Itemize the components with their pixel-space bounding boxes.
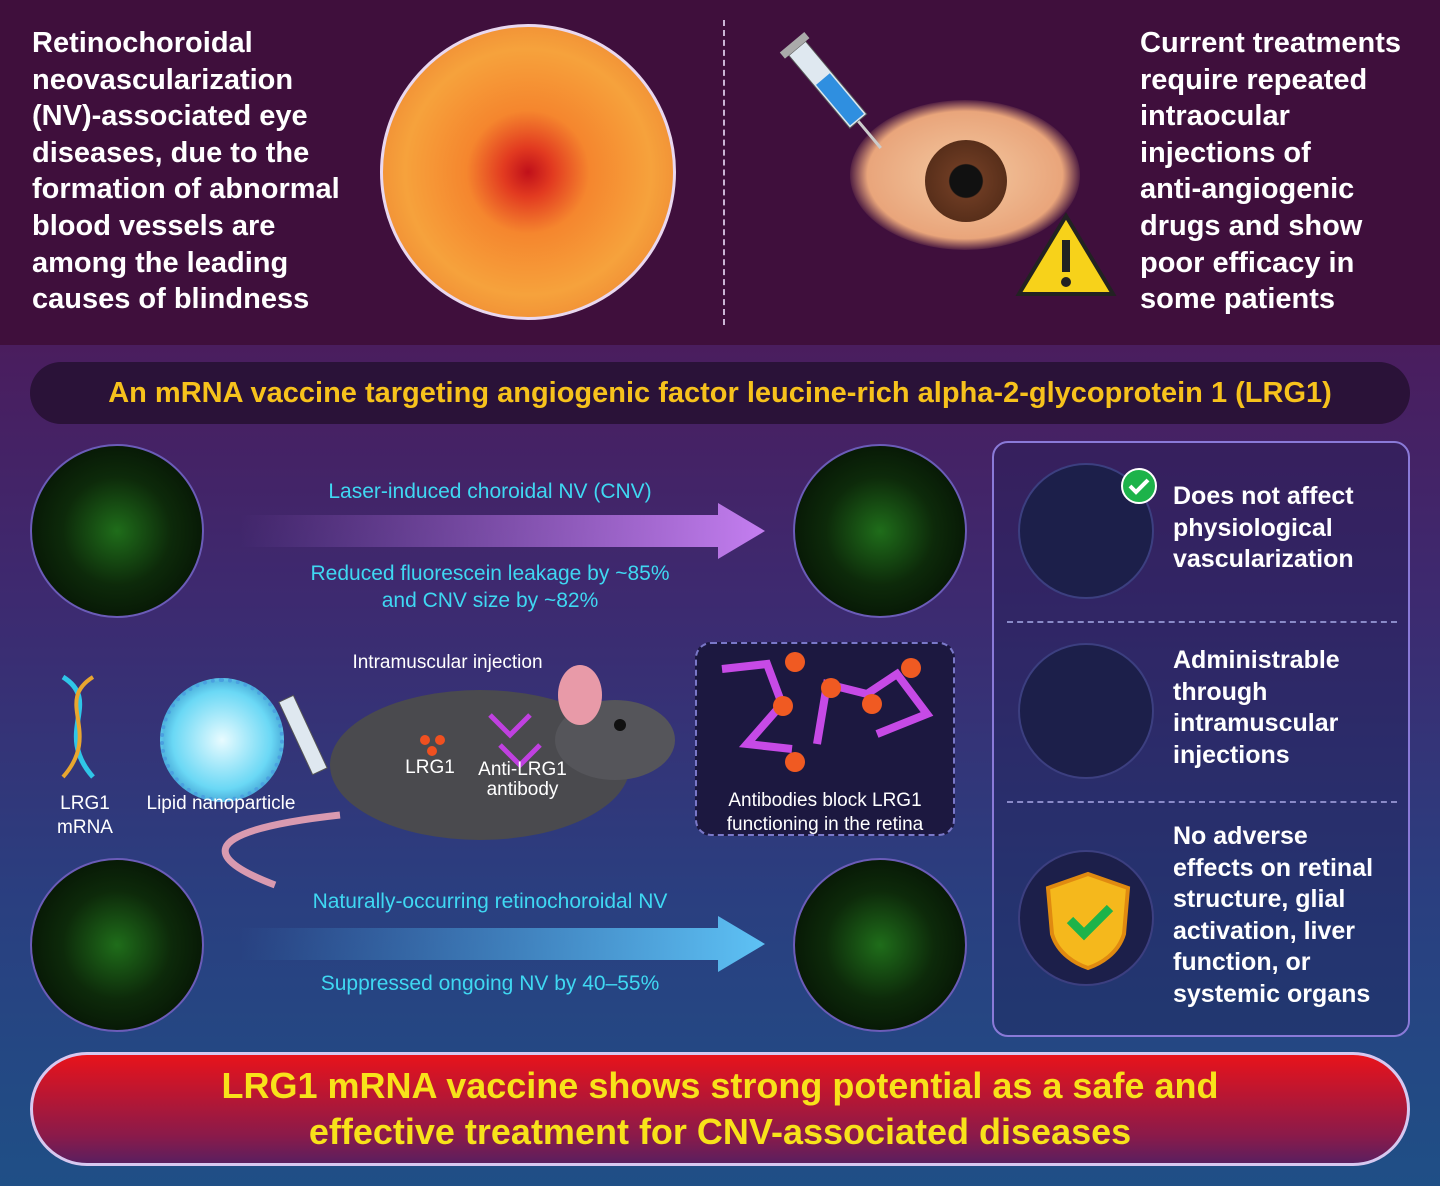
caption-line: functioning in the retina (726, 814, 924, 835)
divider (1007, 801, 1397, 803)
disease-description: Retinochoroidal neovascularization (NV)-as… (32, 25, 340, 318)
syringe-icon (779, 31, 882, 149)
mouse-illustration (221, 665, 675, 889)
cnv-title: Laser-induced choroidal NV (CNV) (328, 480, 652, 503)
benefit-line: vascularization (1173, 545, 1354, 573)
label-line: mRNA (57, 817, 113, 838)
benefit-line: effects on retinal (1173, 853, 1374, 882)
text-line: require repeated (1140, 63, 1368, 96)
nv-arrow-icon (240, 916, 765, 972)
benefit-line: intramuscular (1173, 709, 1339, 737)
benefit-line: activation, liver (1173, 916, 1356, 945)
text-line: diseases, due to the (32, 136, 310, 169)
treatment-limitations: Current treatments require repeated intrao… (1140, 25, 1401, 318)
label-line: LRG1 (60, 793, 110, 814)
benefit-line: systemic organs (1173, 979, 1371, 1008)
shield-check-icon (1018, 850, 1154, 986)
text-line: formation of abnormal (32, 173, 340, 206)
nv-result: Suppressed ongoing NV by 40–55% (320, 972, 660, 995)
iris-icon (925, 140, 1007, 222)
text-line: some patients (1140, 283, 1335, 316)
text-line: (NV)-associated eye (32, 100, 308, 133)
cnv-arrow-icon (240, 503, 765, 559)
cnv-after-image (793, 444, 967, 618)
text-line: neovascularization (32, 63, 294, 96)
nv-before-image (30, 858, 204, 1032)
benefit-line: physiological (1173, 513, 1333, 542)
text-line: intraocular (1140, 100, 1290, 133)
lipid-nanoparticle-icon (160, 678, 284, 802)
antibody-inset: Antibodies block LRG1 functioning in the … (695, 642, 955, 836)
divider (723, 20, 725, 325)
conclusion-line: effective treatment for CNV-associated d… (308, 1111, 1132, 1152)
result-line: Reduced fluorescein leakage by ~85% (310, 562, 670, 585)
benefit-1: Does not affect physiological vascularizat… (1173, 481, 1354, 576)
text-line: drugs and show (1140, 209, 1363, 242)
result-line: and CNV size by ~82% (381, 589, 599, 612)
antibody-lrg1-complex-icon (721, 652, 934, 772)
title-banner: An mRNA vaccine targeting angiogenic fac… (30, 362, 1410, 424)
inset-caption: Antibodies block LRG1 functioning in the … (697, 789, 953, 837)
benefit-line: through (1173, 677, 1268, 706)
text-line: injections of (1140, 136, 1311, 169)
cnv-before-image (30, 444, 204, 618)
cnv-results: Reduced fluorescein leakage by ~85% and C… (240, 560, 740, 614)
text-line: Current treatments (1140, 27, 1402, 59)
injection-label: Intramuscular injection (352, 652, 543, 673)
check-circle-icon (1121, 468, 1157, 504)
warning-icon (1015, 212, 1117, 296)
benefit-line: function, or (1173, 948, 1311, 976)
lnp-label: Lipid nanoparticle (146, 793, 296, 814)
benefit-3: No adverse effects on retinal structure, g… (1173, 821, 1373, 1010)
benefit-line: injections (1173, 740, 1290, 769)
benefit-line: No adverse (1173, 822, 1308, 850)
label-line: antibody (486, 779, 559, 800)
caption-line: Antibodies block LRG1 (728, 790, 922, 811)
text-line: causes of blindness (32, 283, 310, 316)
conclusion-line: LRG1 mRNA vaccine shows strong potential… (221, 1065, 1219, 1106)
conclusion-banner: LRG1 mRNA vaccine shows strong potential… (30, 1052, 1410, 1166)
lrg1-label: LRG1 (405, 757, 455, 778)
top-section (0, 0, 1440, 345)
mrna-strand-icon (61, 674, 95, 779)
text-line: anti-angiogenic (1140, 173, 1355, 206)
nv-after-image (793, 858, 967, 1032)
benefit-line: structure, glial (1173, 885, 1346, 913)
text-line: among the leading (32, 246, 289, 279)
mrna-label: LRG1 mRNA (45, 792, 125, 840)
text-line: blood vessels are (32, 209, 276, 242)
text-line: poor efficacy in (1140, 246, 1355, 279)
arm-injection-icon (1018, 643, 1154, 779)
benefit-2: Administrable through intramuscular injecti… (1173, 645, 1340, 771)
nv-title: Naturally-occurring retinochoroidal NV (312, 890, 668, 913)
benefit-line: Does not affect (1173, 482, 1354, 510)
label-line: Anti-LRG1 (478, 759, 567, 780)
retina-fundus-illustration (380, 24, 676, 320)
benefit-line: Administrable (1173, 646, 1340, 674)
text-line: Retinochoroidal (32, 27, 253, 59)
divider (1007, 621, 1397, 623)
